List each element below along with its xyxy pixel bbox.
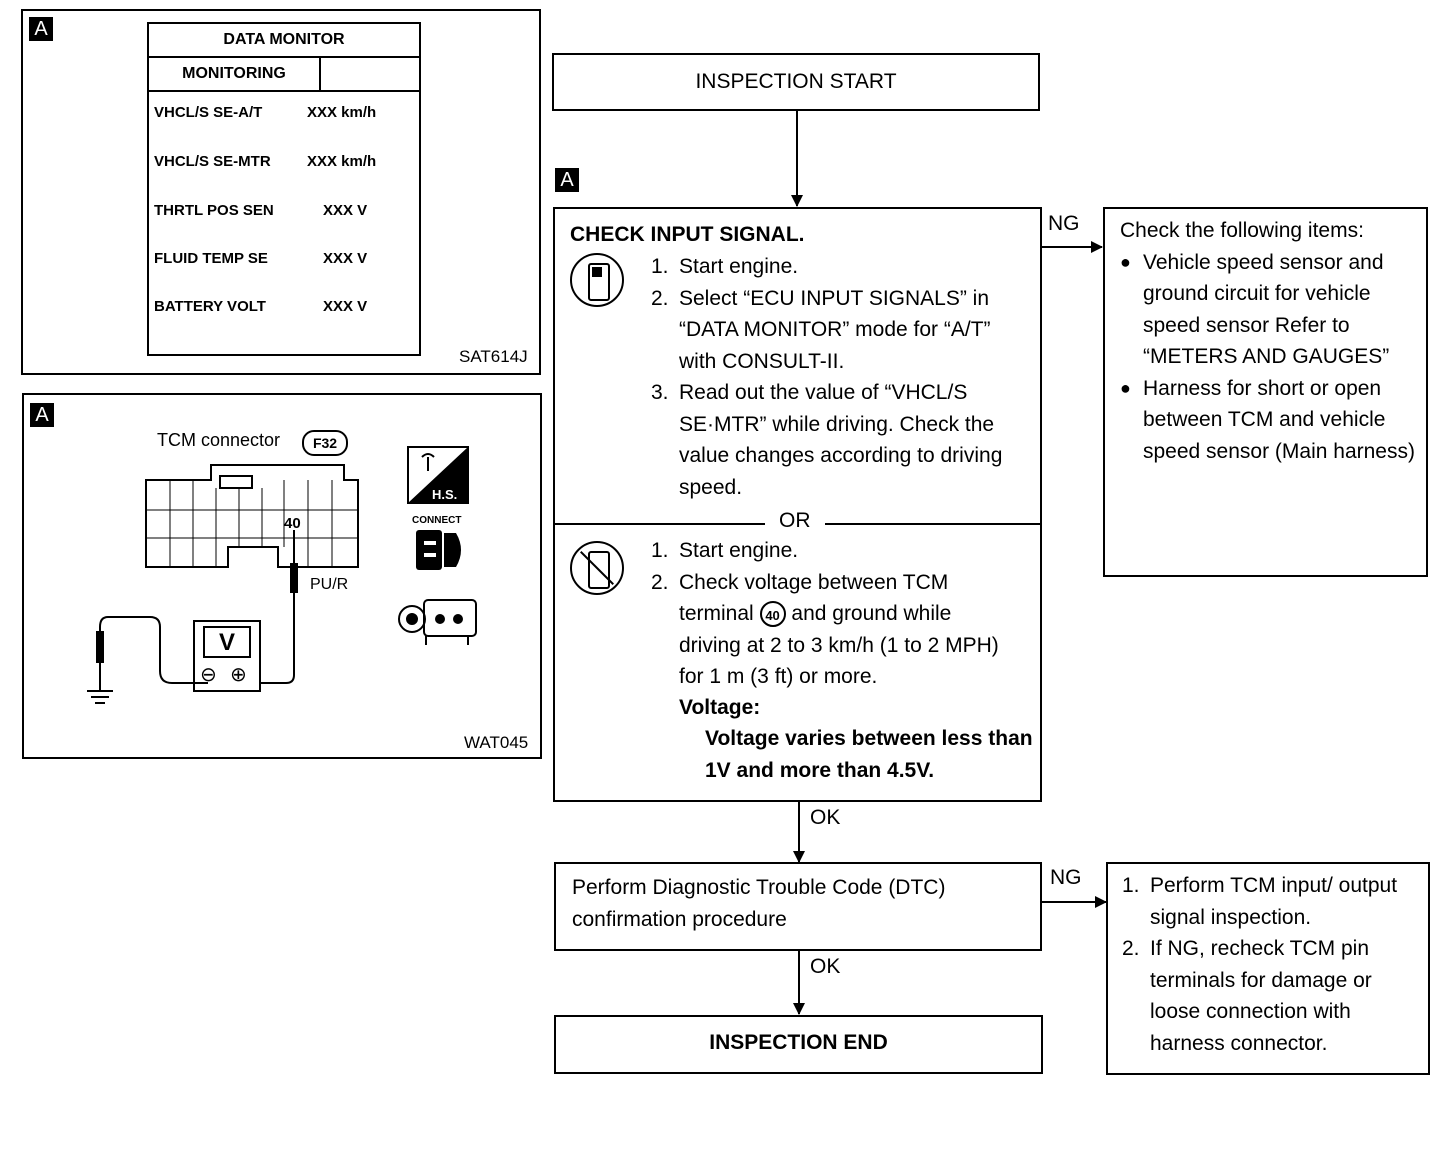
consult-steps: 1.Start engine. 2.Select “ECU INPUT SIGN… xyxy=(651,251,1021,503)
connector-code-badge: F32 xyxy=(302,430,348,456)
monitor-row-value: XXX km/h xyxy=(307,104,377,121)
monitor-row-value: XXX km/h xyxy=(307,153,377,170)
connect-label: CONNECT xyxy=(412,515,462,526)
ng-tcm-inspection-box: 1.Perform TCM input/ output signal inspe… xyxy=(1106,862,1430,1075)
check-input-signal-box: CHECK INPUT SIGNAL. 1.Start engine. 2.Se… xyxy=(553,207,1042,802)
monitor-row-label: VHCL/S SE-MTR xyxy=(154,153,271,170)
probe-tip-positive xyxy=(290,563,298,593)
wire-color-label: PU/R xyxy=(310,576,349,593)
ng-check-item: Harness for short or open between TCM an… xyxy=(1120,373,1416,468)
manual-steps: 1.Start engine. 2.Check voltage between … xyxy=(651,535,1001,693)
terminal-pin-badge: 40 xyxy=(759,601,786,628)
connector-body xyxy=(145,464,359,568)
voltmeter-plus-terminal: ⊕ xyxy=(230,664,247,686)
voltmeter-display xyxy=(203,626,251,658)
dtc-confirmation-box: Perform Diagnostic Trouble Code (DTC) co… xyxy=(554,862,1042,951)
monitor-row-label: FLUID TEMP SE xyxy=(154,250,268,267)
data-monitor-title: DATA MONITOR xyxy=(149,24,419,58)
panel-flag: A xyxy=(30,403,54,427)
connect-icon xyxy=(416,530,461,570)
engine-icon xyxy=(398,599,477,645)
tcm-connector-title: TCM connector xyxy=(157,430,281,450)
connector-wiring-drawing xyxy=(87,446,477,704)
panel-flag: A xyxy=(29,17,53,41)
ng-label: NG xyxy=(1048,212,1080,235)
monitor-row-value: XXX V xyxy=(323,298,368,315)
check-title: CHECK INPUT SIGNAL. xyxy=(570,223,805,246)
voltage-spec: Voltage varies between less than 1V and … xyxy=(705,727,1033,782)
ng-check-list: Vehicle speed sensor and ground circuit … xyxy=(1120,247,1416,468)
voltage-label: Voltage: xyxy=(679,696,761,719)
voltmeter-symbol: V xyxy=(218,629,235,656)
monitor-row-label: VHCL/S SE-A/T xyxy=(154,104,263,121)
monitoring-blank xyxy=(321,58,419,92)
no-tool-icon xyxy=(570,541,624,595)
ng-check-item: Vehicle speed sensor and ground circuit … xyxy=(1120,247,1416,373)
monitor-row-value: XXX V xyxy=(323,250,368,267)
figure-id: WAT045 xyxy=(464,733,529,752)
ng-label: NG xyxy=(1050,866,1082,889)
or-label: OR xyxy=(765,505,825,537)
ng-tcm-steps: 1.Perform TCM input/ output signal inspe… xyxy=(1122,870,1420,1059)
ok-label: OK xyxy=(810,955,841,978)
ng-tcm-step: 2.If NG, recheck TCM pin terminals for d… xyxy=(1122,937,1372,1055)
ok-label: OK xyxy=(810,806,841,829)
monitor-row-label: THRTL POS SEN xyxy=(154,202,274,219)
ng-check-items-box: Check the following items: Vehicle speed… xyxy=(1103,207,1428,577)
ng-tcm-step: 1.Perform TCM input/ output signal inspe… xyxy=(1122,874,1398,929)
probe-tip-negative xyxy=(96,631,104,663)
ground-symbol xyxy=(87,663,113,704)
hs-label: H.S. xyxy=(432,487,458,502)
data-monitor-screen: DATA MONITOR MONITORING VHCL/S SE-A/T XX… xyxy=(147,22,421,356)
monitoring-label: MONITORING xyxy=(149,58,321,92)
inspection-end-box: INSPECTION END xyxy=(554,1015,1043,1074)
connector-cavity-grid xyxy=(146,480,358,567)
connector-panel: A TCM connector F32 xyxy=(22,393,542,759)
consult-step: 1.Start engine. xyxy=(651,255,799,278)
lead-negative xyxy=(99,616,208,684)
pin-number-label: 40 xyxy=(284,515,301,532)
monitor-row-label: BATTERY VOLT xyxy=(154,298,266,315)
manual-step: 1.Start engine. xyxy=(651,539,799,562)
data-monitor-panel: A DATA MONITOR MONITORING VHCL/S SE-A/T … xyxy=(21,9,541,375)
figure-id: SAT614J xyxy=(459,347,528,366)
ng-check-heading: Check the following items: xyxy=(1120,219,1364,242)
monitor-row-value: XXX V xyxy=(323,202,368,219)
inspection-start-box: INSPECTION START xyxy=(552,53,1040,111)
voltmeter-minus-terminal: ⊖ xyxy=(200,664,217,686)
hs-icon xyxy=(407,446,469,504)
dtc-confirmation-text: Perform Diagnostic Trouble Code (DTC) co… xyxy=(572,876,946,931)
lead-positive xyxy=(254,593,295,684)
consult-step: 2.Select “ECU INPUT SIGNALS” in “DATA MO… xyxy=(651,286,991,373)
consult-step: 3.Read out the value of “VHCL/S SE·MTR” … xyxy=(651,381,1003,499)
check-flag: A xyxy=(555,168,579,192)
manual-step: 2.Check voltage between TCM terminal 40 … xyxy=(651,570,999,689)
consult-tool-icon xyxy=(570,253,624,307)
